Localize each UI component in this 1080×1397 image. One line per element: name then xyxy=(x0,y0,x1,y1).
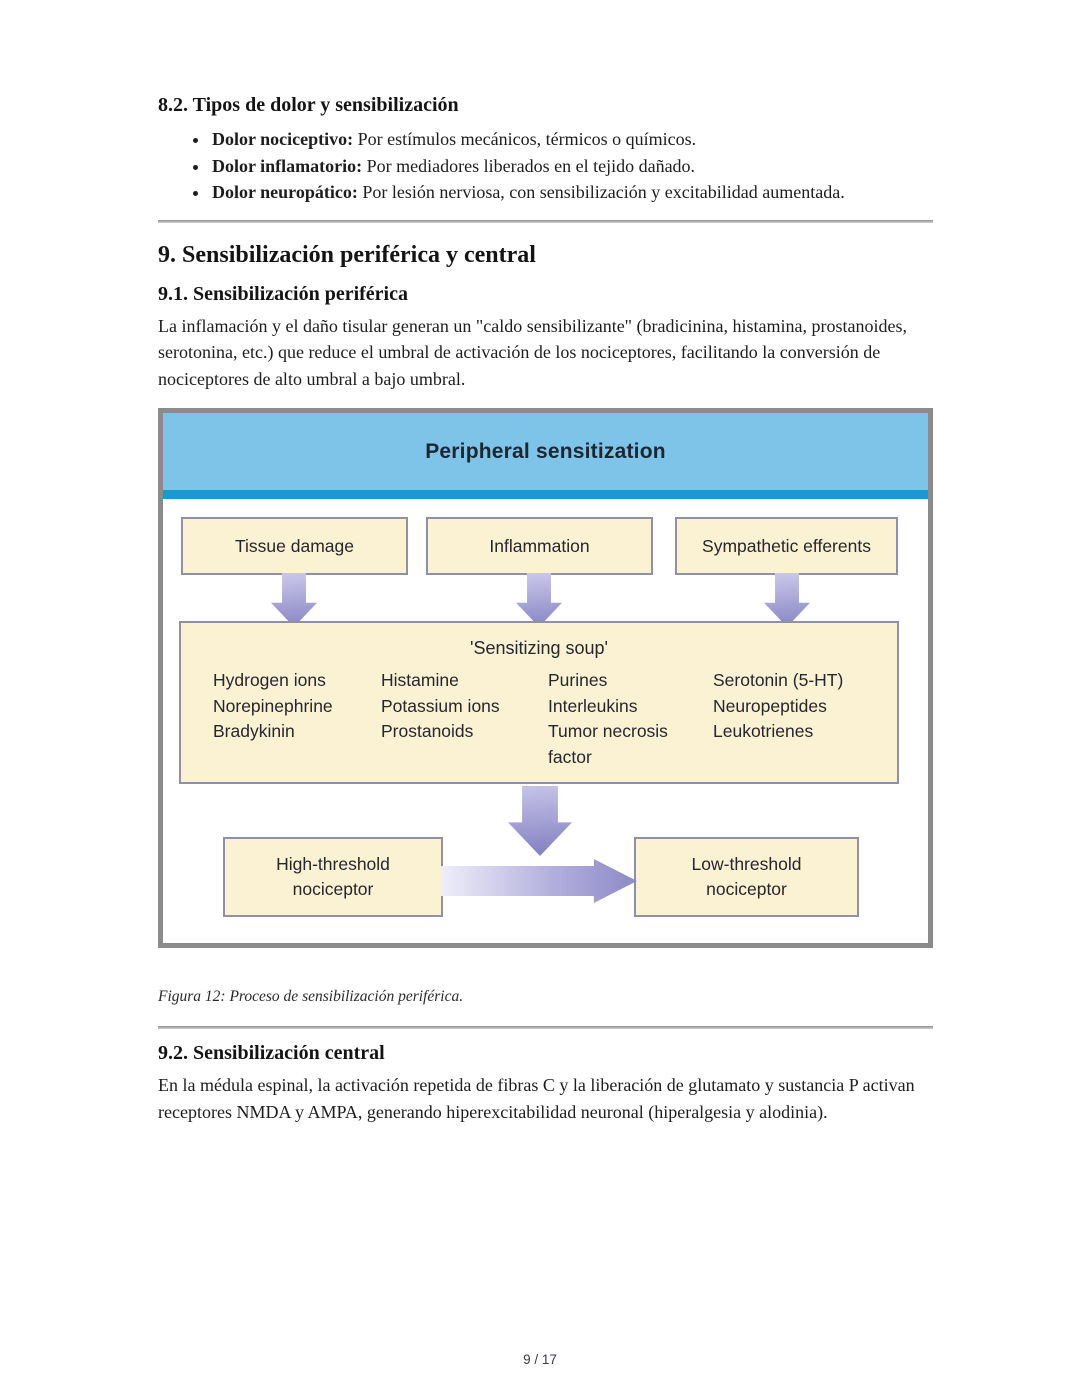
page-number: 9 / 17 xyxy=(523,1352,557,1367)
soup-item: Prostanoids xyxy=(381,721,474,741)
box-sympathetic-efferents: Sympathetic efferents xyxy=(675,517,898,575)
soup-columns: Hydrogen ions Norepinephrine Bradykinin … xyxy=(181,668,897,770)
soup-item: Serotonin (5-HT) xyxy=(713,670,844,690)
box-sensitizing-soup: 'Sensitizing soup' Hydrogen ions Norepin… xyxy=(179,621,899,784)
figure-header-strip xyxy=(163,490,928,499)
right-arrow-icon xyxy=(441,859,637,903)
down-arrow-icon xyxy=(271,573,317,627)
figure-caption: Figura 12: Proceso de sensibilización pe… xyxy=(158,988,464,1005)
soup-item: Interleukins xyxy=(548,695,638,716)
bullet-term: Dolor inflamatorio: xyxy=(212,155,363,176)
bullet-term: Dolor neuropático: xyxy=(212,182,358,202)
bullet-text: Por mediadores liberados en el tejido da… xyxy=(362,155,696,176)
soup-item: Hydrogen ions xyxy=(213,670,326,690)
box-inflammation: Inflammation xyxy=(426,517,653,575)
soup-column: Histamine Potassium ions Prostanoids xyxy=(381,668,548,770)
down-arrow-icon xyxy=(508,786,572,856)
section-9-2-heading: 9.2. Sensibilización central xyxy=(158,1042,385,1064)
section-divider xyxy=(158,219,933,223)
section-8-2-heading: 8.2. Tipos de dolor y sensibilización xyxy=(158,94,459,116)
box-low-threshold-nociceptor: Low-threshold nociceptor xyxy=(634,837,859,917)
box-high-threshold-nociceptor: High-threshold nociceptor xyxy=(223,837,443,917)
soup-column: Serotonin (5-HT) Neuropeptides Leukotrie… xyxy=(713,668,897,770)
section-divider xyxy=(158,1026,933,1029)
section-9-2-paragraph: En la médula espinal, la activación repe… xyxy=(158,1075,915,1122)
figure-title: Peripheral sensitization xyxy=(425,439,666,463)
section-9-heading: 9. Sensibilización periférica y central xyxy=(158,241,536,268)
down-arrow-icon xyxy=(764,573,810,627)
soup-item: Neuropeptides xyxy=(713,695,827,716)
soup-item: Tumor necrosis factor xyxy=(548,721,668,767)
soup-item: Norepinephrine xyxy=(213,695,333,716)
box-label: Sympathetic efferents xyxy=(702,535,871,556)
soup-item: Purines xyxy=(548,670,608,690)
soup-item: Leukotrienes xyxy=(713,721,814,741)
bullet-text: Por estímulos mecánicos, térmicos o quím… xyxy=(353,129,697,149)
pain-types-list: Dolor nociceptivo: Por estímulos mecánic… xyxy=(158,126,933,206)
soup-item: Bradykinin xyxy=(213,721,295,741)
soup-title: 'Sensitizing soup' xyxy=(470,638,608,658)
bullet-text: Por lesión nerviosa, con sensibilización… xyxy=(357,182,845,202)
bullet-term: Dolor nociceptivo: xyxy=(212,129,354,149)
box-label: Tissue damage xyxy=(235,535,354,556)
figure-header: Peripheral sensitization xyxy=(163,413,928,490)
section-9-1-heading: 9.1. Sensibilización periférica xyxy=(158,282,408,305)
figure-peripheral-sensitization: Peripheral sensitization Tissue damage I… xyxy=(158,408,933,948)
soup-column: Hydrogen ions Norepinephrine Bradykinin xyxy=(213,668,381,770)
section-9-1-paragraph: La inflamación y el daño tisular generan… xyxy=(158,315,907,389)
box-tissue-damage: Tissue damage xyxy=(181,517,408,575)
soup-item: Potassium ions xyxy=(381,695,500,716)
list-item: Dolor neuropático: Por lesión nerviosa, … xyxy=(210,179,933,206)
list-item: Dolor inflamatorio: Por mediadores liber… xyxy=(210,153,933,180)
soup-item: Histamine xyxy=(381,670,459,690)
box-label: High-threshold nociceptor xyxy=(276,854,390,899)
soup-column: Purines Interleukins Tumor necrosis fact… xyxy=(548,668,713,770)
list-item: Dolor nociceptivo: Por estímulos mecánic… xyxy=(210,126,933,153)
page-content: 8.2. Tipos de dolor y sensibilización Do… xyxy=(158,0,933,1125)
box-label: Low-threshold nociceptor xyxy=(691,854,802,899)
down-arrow-icon xyxy=(516,573,562,627)
box-label: Inflammation xyxy=(489,535,590,556)
